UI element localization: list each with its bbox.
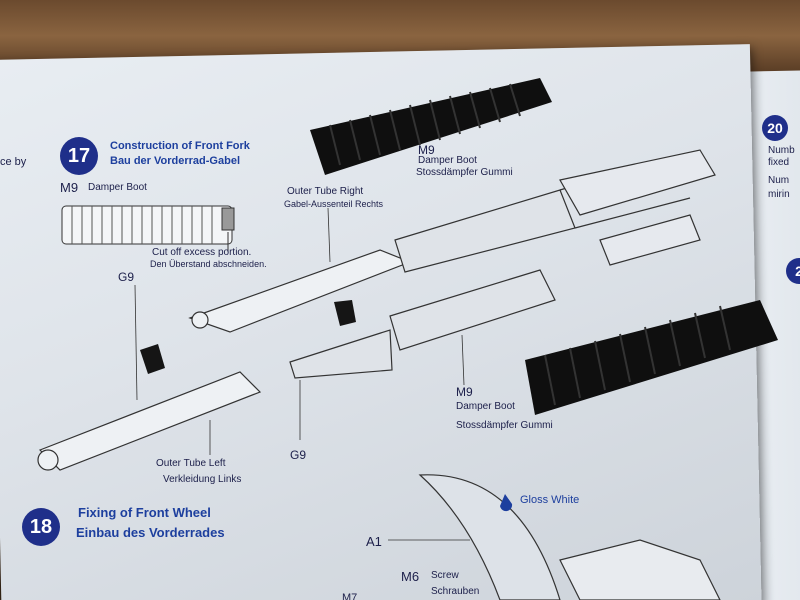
triple-clamp-drawing <box>559 149 716 266</box>
gloss-white-label: Gloss White <box>520 494 580 506</box>
outer-tube-right-label-de: Gabel-Aussenteil Rechts <box>284 199 384 209</box>
m9-code-label: M9 <box>60 180 79 195</box>
step-21-badge: 2 <box>786 258 800 284</box>
screw-label-de: Schrauben <box>431 586 480 597</box>
m9-top-label-de: Stossdämpfer Gummi <box>416 167 513 178</box>
right-column-line-3: Num <box>768 175 790 186</box>
cut-instruction-de: Den Überstand abschneiden. <box>150 259 267 269</box>
outer-tube-left <box>37 371 262 471</box>
g9-bottom-label: G9 <box>290 448 307 462</box>
left-edge-text: ce by <box>0 156 27 168</box>
outer-tube-left-label-en: Outer Tube Left <box>156 458 226 469</box>
g9-rubber-piece-left <box>140 344 165 374</box>
outer-tube-right-label-en: Outer Tube Right <box>287 186 364 197</box>
step-17-number: 17 <box>67 144 91 167</box>
step-20-badge: 20 <box>762 115 788 141</box>
m7-partial-label: M7 <box>342 592 358 600</box>
right-column-line-2: fixed <box>768 157 790 168</box>
right-column-line-4: mirin <box>768 189 790 200</box>
m9-bottom-label-de: Stossdämpfer Gummi <box>456 420 553 431</box>
m9-bottom-code: M9 <box>456 385 473 399</box>
step-18-badge: 18 <box>22 508 60 546</box>
g9-rubber-piece-right <box>334 300 356 326</box>
screw-label-en: Screw <box>431 570 459 581</box>
fender-drawing <box>418 474 721 600</box>
lower-boot-drawing <box>289 269 556 379</box>
cut-instruction-en: Cut off excess portion. <box>152 247 252 258</box>
step-18-number: 18 <box>29 515 53 538</box>
outer-tube-left-label-de: Verkleidung Links <box>163 474 242 485</box>
damper-boot-label: Damper Boot <box>88 182 147 193</box>
rubber-boot-bottom <box>525 300 778 415</box>
g9-top-label: G9 <box>118 270 135 284</box>
m9-top-code: M9 <box>418 143 435 157</box>
m9-bottom-label-en: Damper Boot <box>456 401 515 412</box>
paint-drop-icon <box>500 494 513 512</box>
leader-lines <box>134 207 470 541</box>
m6-code-label: M6 <box>401 569 420 584</box>
a1-label: A1 <box>366 534 382 549</box>
step-17-title-en: Construction of Front Fork <box>110 140 250 152</box>
step-18-title-en: Fixing of Front Wheel <box>78 505 211 520</box>
step-20-number: 20 <box>767 120 783 136</box>
rubber-boot-top <box>310 78 552 175</box>
m9-top-label-en: Damper Boot <box>418 155 477 166</box>
step-17-badge: 17 <box>60 137 98 175</box>
step-21-number: 2 <box>795 263 800 279</box>
step-18-title-de: Einbau des Vorderrades <box>76 525 225 540</box>
damper-boot-illustration <box>61 205 235 245</box>
right-column-line-1: Numb <box>768 145 795 156</box>
step-17-title-de: Bau der Vorderrad-Gabel <box>110 155 240 167</box>
